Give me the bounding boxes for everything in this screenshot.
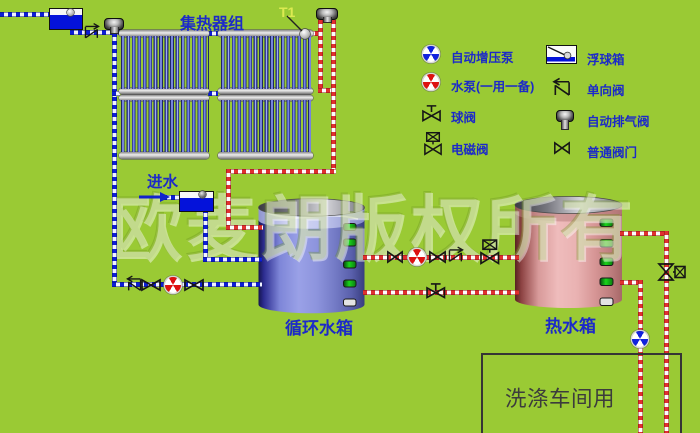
float-ball-icon [66, 9, 74, 16]
check-valve [84, 22, 100, 39]
collector-header [218, 29, 313, 37]
legend-label: 自动增压泵 [451, 51, 514, 65]
pipe-hot-out-upper [620, 230, 669, 236]
solenoid-valve [479, 238, 499, 265]
legend-label: 单向阀 [587, 84, 625, 98]
legend-label: 普通阀门 [587, 146, 638, 160]
circulation-tank-label: 循环水箱 [285, 319, 353, 338]
pipe-supply-riser-outer [663, 230, 669, 433]
circulation-tank [258, 198, 365, 314]
valve [184, 278, 204, 292]
check-valve [448, 246, 464, 262]
solenoid-valve [657, 263, 686, 281]
collector-panel [121, 100, 209, 152]
t1-label: T1 [279, 4, 296, 20]
collector-header [218, 88, 313, 94]
circulation-tank-indicators [343, 223, 357, 307]
pipe-inlet-to-tank [202, 257, 262, 262]
float-ball-box-icon [546, 45, 577, 64]
inlet-float-ball-box [178, 190, 214, 212]
pipe-hot-riser-jog [317, 87, 336, 93]
collector-header [118, 29, 209, 37]
pipe-hot-out-lower [620, 279, 643, 285]
exhaust-valve-stem [560, 119, 569, 130]
check-valve-icon [552, 77, 570, 96]
legend-label: 自动排气阀 [587, 115, 650, 129]
legend-label: 水泵(一用一备) [451, 80, 535, 94]
ball-valve [425, 282, 445, 299]
pipe-hot-riser-left [317, 20, 323, 93]
inlet-arrow [139, 192, 170, 202]
hot-water-tank-label: 热水箱 [545, 317, 596, 336]
washing-workshop-label: 洗涤车间用 [505, 387, 616, 411]
booster-pump [632, 331, 648, 348]
pipe-hot-to-tank [225, 224, 263, 230]
exhaust-valve-stem [109, 27, 119, 34]
washing-workshop-box [480, 352, 682, 433]
t1-leader-line [286, 15, 303, 32]
pipe-feed-left [0, 11, 49, 17]
pipe-t1-stub [307, 30, 318, 36]
valve [429, 250, 446, 264]
hot-water-tank [514, 196, 623, 308]
pipe-header-connector-top [208, 30, 218, 36]
pipe-hot-riser-right [330, 20, 336, 174]
legend-label: 浮球箱 [587, 53, 625, 67]
pipe-header-connector-middle [208, 90, 218, 96]
exhaust-valve-stem [322, 17, 332, 23]
pipe-hot-bottom [225, 168, 336, 174]
ordinary-valve-icon [553, 140, 570, 155]
collector-header [118, 94, 209, 101]
water-pump-icon [422, 74, 439, 90]
booster-pump-icon [423, 45, 439, 62]
collector-header [218, 94, 313, 101]
pipe-collector-left-riser [111, 33, 117, 287]
solenoid-valve-icon [423, 131, 442, 156]
legend-label: 电磁阀 [451, 143, 489, 157]
check-valve [125, 274, 141, 291]
collector-panel [121, 36, 209, 89]
collector-header [118, 151, 209, 159]
collector-panel [220, 100, 311, 152]
float-ball-icon [198, 190, 206, 198]
valve [140, 278, 161, 292]
collector-header [118, 88, 209, 94]
collector-group-label: 集热器组 [180, 16, 245, 33]
pipe-hot-downleg [225, 168, 231, 230]
collector-panel [220, 36, 311, 89]
circulation-pump [164, 277, 181, 294]
pipe-inlet-down [202, 209, 208, 262]
pipe-supply-riser-inner [637, 279, 643, 433]
valve [387, 250, 403, 264]
transfer-pump [408, 249, 425, 265]
water-inlet-label: 进水 [147, 174, 179, 191]
collector-header [218, 151, 313, 159]
float-ball-box [48, 8, 83, 30]
legend-label: 球阀 [451, 111, 477, 125]
pipe-tank-return [111, 282, 262, 287]
pipe-header-connector-left [112, 90, 120, 96]
ball-valve-icon [422, 105, 441, 122]
pipe-transfer-lower [363, 289, 519, 295]
pipe-inlet-stub [163, 194, 179, 200]
t1-sensor-ball [300, 28, 310, 39]
hot-water-tank-indicators [599, 218, 614, 306]
